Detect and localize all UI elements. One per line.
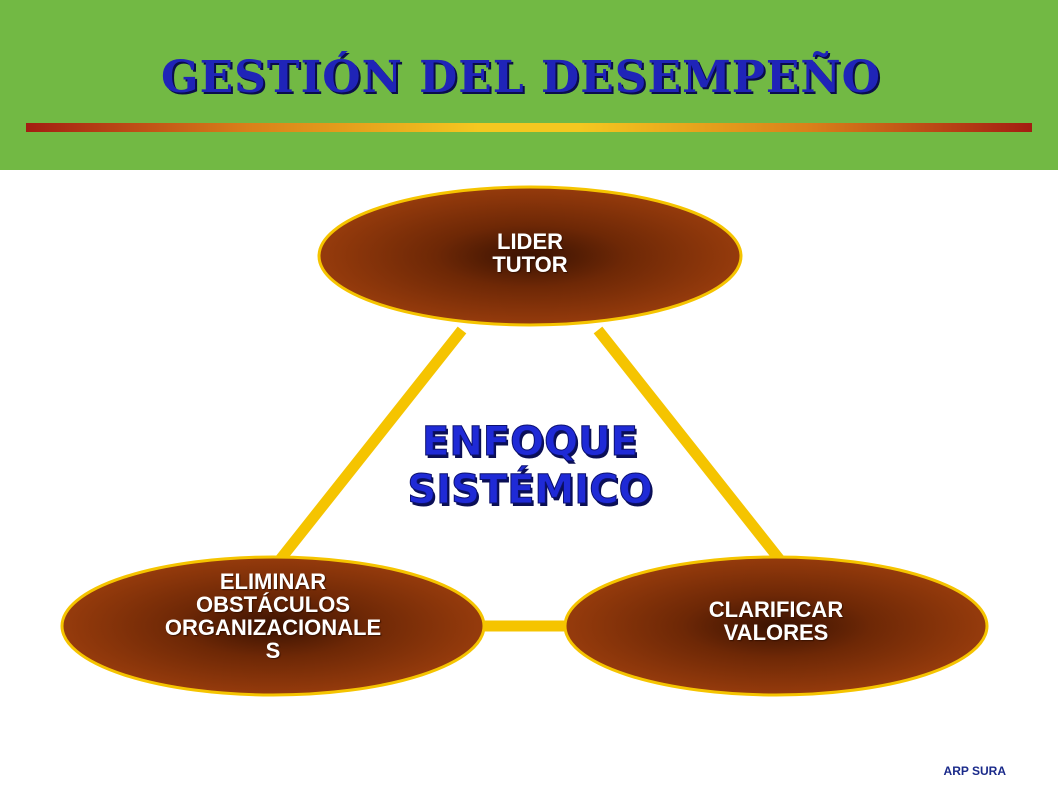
slide-title: GESTIÓN DEL DESEMPEÑO	[161, 52, 881, 103]
center-label-line1: ENFOQUE	[422, 419, 639, 466]
connector-top-left	[270, 326, 467, 570]
node-top-ellipse	[317, 185, 743, 327]
header-band: GESTIÓN DEL DESEMPEÑO	[0, 0, 1058, 170]
footer-brand: ARP SURA	[943, 764, 1006, 778]
connector-top-right	[593, 326, 785, 564]
node-bottom-right-ellipse	[563, 555, 989, 697]
title-underline	[26, 123, 1032, 132]
center-label: ENFOQUE SISTÉMICO	[380, 418, 680, 514]
node-bottom-left-ellipse	[60, 555, 486, 697]
node-bottom-left-label: ELIMINAR OBSTÁCULOS ORGANIZACIONALE S	[164, 569, 382, 663]
node-top-label: LIDER TUTOR	[492, 229, 568, 277]
node-bottom-right-label: CLARIFICAR VALORES	[708, 597, 844, 645]
center-label-line2: SISTÉMICO	[407, 467, 653, 514]
